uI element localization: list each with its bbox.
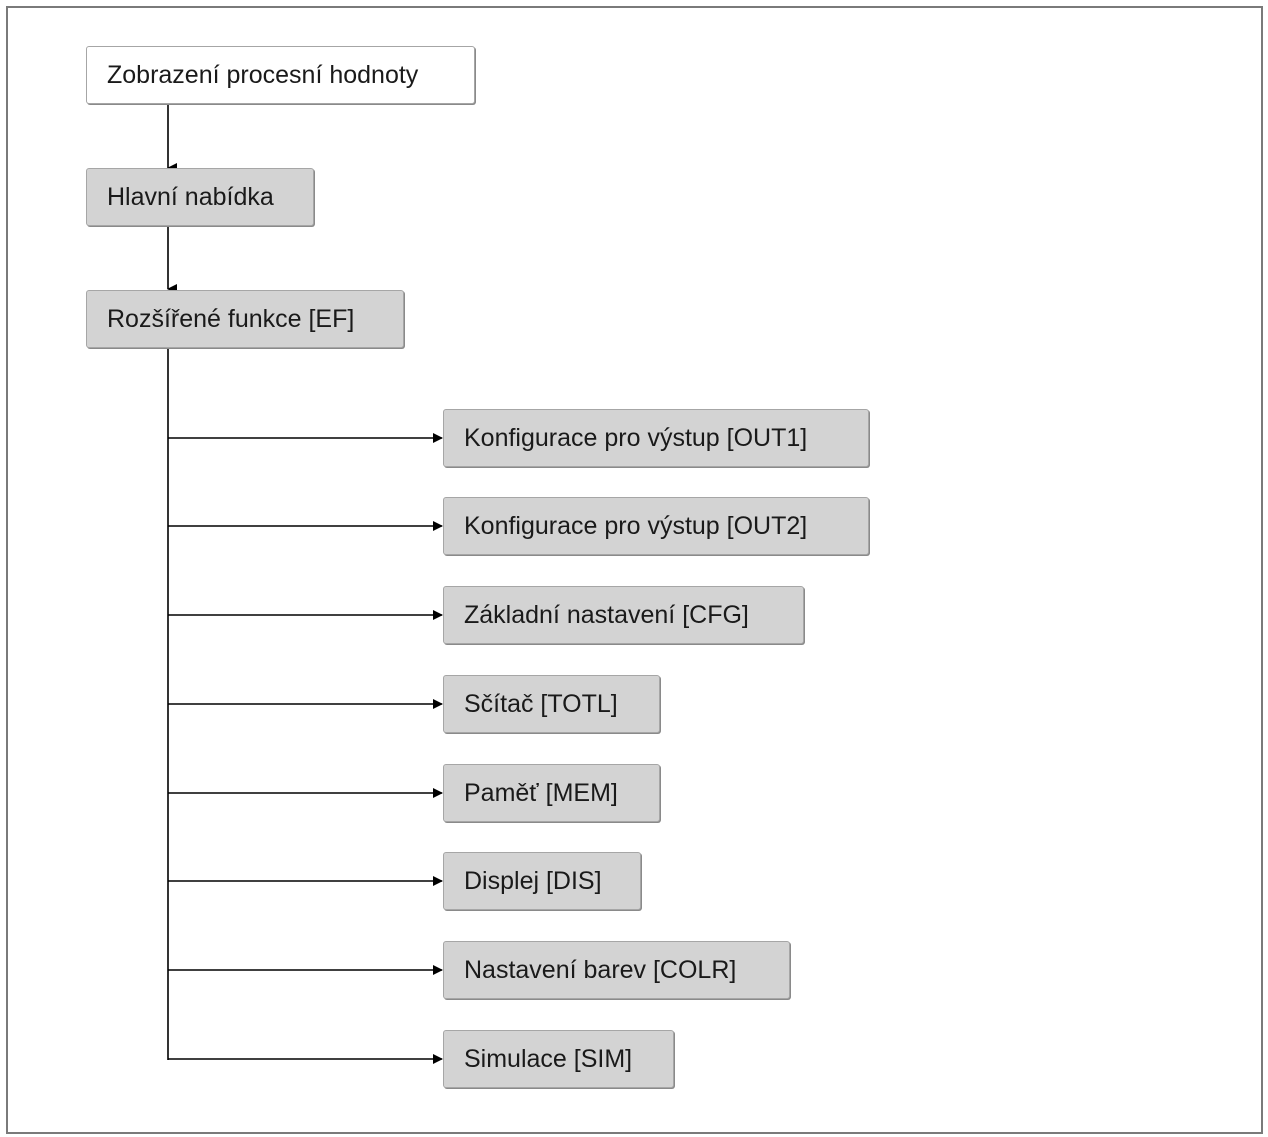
main-menu-box: Hlavní nabídka xyxy=(86,168,314,226)
submenu-dis-label: Displej [DIS] xyxy=(464,866,602,895)
submenu-out1-box: Konfigurace pro výstup [OUT1] xyxy=(443,409,869,467)
main-menu-label: Hlavní nabídka xyxy=(107,182,274,211)
extended-functions-box: Rozšířené funkce [EF] xyxy=(86,290,404,348)
submenu-sim-box: Simulace [SIM] xyxy=(443,1030,674,1088)
submenu-cfg-label: Základní nastavení [CFG] xyxy=(464,600,749,629)
submenu-mem-box: Paměť [MEM] xyxy=(443,764,660,822)
submenu-totl-box: Sčítač [TOTL] xyxy=(443,675,660,733)
submenu-colr-label: Nastavení barev [COLR] xyxy=(464,955,737,984)
submenu-out1-label: Konfigurace pro výstup [OUT1] xyxy=(464,423,808,452)
submenu-sim-label: Simulace [SIM] xyxy=(464,1044,633,1073)
submenu-dis-box: Displej [DIS] xyxy=(443,852,641,910)
submenu-totl-label: Sčítač [TOTL] xyxy=(464,689,618,718)
extended-functions-label: Rozšířené funkce [EF] xyxy=(107,304,355,333)
diagram-frame xyxy=(6,6,1263,1134)
submenu-colr-box: Nastavení barev [COLR] xyxy=(443,941,790,999)
submenu-out2-box: Konfigurace pro výstup [OUT2] xyxy=(443,497,869,555)
submenu-cfg-box: Základní nastavení [CFG] xyxy=(443,586,804,644)
process-value-label: Zobrazení procesní hodnoty xyxy=(107,60,419,89)
submenu-mem-label: Paměť [MEM] xyxy=(464,778,618,807)
process-value-box: Zobrazení procesní hodnoty xyxy=(86,46,475,104)
submenu-out2-label: Konfigurace pro výstup [OUT2] xyxy=(464,511,808,540)
